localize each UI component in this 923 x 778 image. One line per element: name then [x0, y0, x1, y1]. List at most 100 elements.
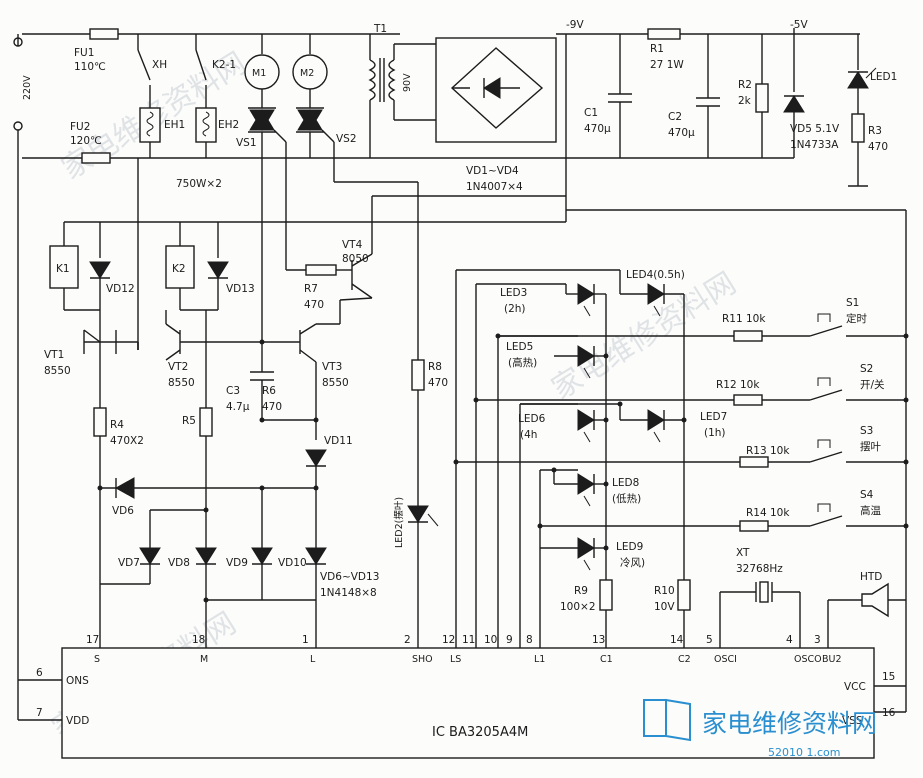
c2-label: C2 [668, 111, 682, 123]
diode-matrix: VD11 VD6 VD7 VD8 VD9 VD10 VD6~VD13 [97, 339, 379, 648]
pin-15-num: 15 [882, 671, 895, 683]
led8-label: LED8 [612, 477, 639, 489]
mains-voltage-label: 220V [22, 75, 33, 100]
r8-value: 470 [428, 377, 448, 389]
vd13-label: VD13 [226, 283, 255, 295]
r10-value: 10V [654, 601, 675, 613]
vd7-label: VD7 [118, 557, 140, 569]
ic-pin-number: 18 [192, 634, 205, 646]
xt-freq: 32768Hz [736, 563, 783, 575]
c3-value: 4.7μ [226, 401, 250, 413]
eh2-label: EH2 [218, 119, 239, 131]
vt4-type: 8050 [342, 253, 369, 265]
heater-section: XH EH1 K2-1 EH2 750W×2 [137, 34, 239, 350]
swing-indicator: R8 470 LED2(摆叶) [393, 359, 448, 648]
power-supply-section: T1 90V VD1~VD4 1N4007×4 -9V C1 470μ R [63, 19, 907, 712]
r5-label: R5 [182, 415, 196, 427]
s2-func: 开/关 [860, 378, 885, 391]
s1-label: S1 [846, 297, 859, 309]
vt4-label: VT4 [342, 239, 363, 251]
heater-eh2 [195, 107, 217, 143]
vt1-type: 8550 [44, 365, 71, 377]
r10-label: R10 [654, 585, 675, 597]
resistor-r11 [733, 330, 763, 342]
relay-section: K1 VD12 K2 VD13 [49, 245, 255, 342]
resistor-r3 [851, 113, 865, 143]
t1-label: T1 [373, 23, 387, 35]
resistor-r1 [647, 28, 681, 40]
ic-pin-name: SHO [412, 654, 433, 665]
vd5-part: 1N4733A [790, 139, 839, 151]
led1-label: LED1 [870, 71, 897, 83]
resistor-r5 [199, 407, 213, 437]
pin-7-num: 7 [36, 707, 43, 719]
bridge-label: VD1~VD4 [466, 165, 519, 177]
resistor-r10 [677, 579, 691, 611]
s4-func: 高温 [860, 504, 881, 517]
ic-pin-number: 10 [484, 634, 497, 646]
resistor-r2 [755, 83, 769, 113]
neg9-label: -9V [566, 19, 584, 31]
resistor-r14 [739, 520, 769, 532]
r4-value: 470X2 [110, 435, 144, 447]
r6-value: 470 [262, 401, 282, 413]
k2-label: K2 [172, 263, 186, 275]
r8-label: R8 [428, 361, 442, 373]
led3-sub: (2h) [504, 303, 526, 315]
t1-volt: 90V [402, 73, 413, 92]
vd9-label: VD9 [226, 557, 248, 569]
led3-label: LED3 [500, 287, 527, 299]
ic-pin-name: OSCI [714, 654, 737, 665]
bridge-part: 1N4007×4 [466, 181, 523, 193]
led5-sub: (高热) [508, 356, 537, 369]
r9-label: R9 [574, 585, 588, 597]
led6-sub: (4h [520, 429, 537, 441]
motor-section: M1 M2 VS1 VS2 [236, 34, 419, 360]
r7-value: 470 [304, 299, 324, 311]
buzzer-htd [861, 582, 889, 618]
resistor-r13 [739, 456, 769, 468]
s1-func: 定时 [846, 312, 867, 325]
resistor-r12 [733, 394, 763, 406]
ic-pin-number: 11 [462, 634, 475, 646]
oscillator-section: XT 32768Hz HTD [719, 547, 906, 648]
fu2-label: FU2 [70, 121, 90, 133]
pin-16-num: 16 [882, 707, 896, 719]
triac-vs2 [296, 107, 335, 143]
led7-label: LED7 [700, 411, 727, 423]
resistor-r4 [93, 407, 107, 437]
diode-group-label: VD6~VD13 [320, 571, 379, 583]
vt1-label: VT1 [44, 349, 64, 361]
ic-pin-name: BU2 [822, 654, 842, 665]
led2-label: LED2(摆叶) [393, 497, 405, 548]
ic-pin-number: 12 [442, 634, 455, 646]
xt-label: XT [736, 547, 750, 559]
ic-pin-number: 5 [706, 634, 713, 646]
r9-value: 100×2 [560, 601, 596, 613]
vd12-label: VD12 [106, 283, 135, 295]
xh-label: XH [152, 59, 167, 71]
vt2-type: 8550 [168, 377, 195, 389]
ic-pin-number: 17 [86, 634, 99, 646]
ic-pin-number: 1 [302, 634, 309, 646]
pin-6-name: ONS [66, 675, 89, 687]
r2-label: R2 [738, 79, 752, 91]
m2-label: M2 [300, 68, 314, 79]
r7-label: R7 [304, 283, 318, 295]
m1-label: M1 [252, 68, 266, 79]
vt3-type: 8550 [322, 377, 349, 389]
ic-pin-name: C1 [600, 654, 613, 665]
r14-label: R14 10k [746, 507, 790, 519]
resistor-r8 [411, 359, 425, 391]
led8-sub: (低热) [612, 492, 641, 505]
fu1-temp: 110℃ [74, 61, 106, 73]
fuse-fu1 [89, 28, 119, 40]
transistor-section: VT1 8550 R4 470X2 VT2 8550 R5 C3 4.7μ R6… [44, 195, 566, 648]
r13-label: R13 10k [746, 445, 790, 457]
ic-pin-name: OSCO [794, 654, 822, 665]
eh1-label: EH1 [164, 119, 185, 131]
led9-sub: 冷风) [620, 556, 645, 569]
logo-text-cn: 家电维修资料网 [702, 709, 877, 738]
relay-k1 [49, 245, 79, 289]
